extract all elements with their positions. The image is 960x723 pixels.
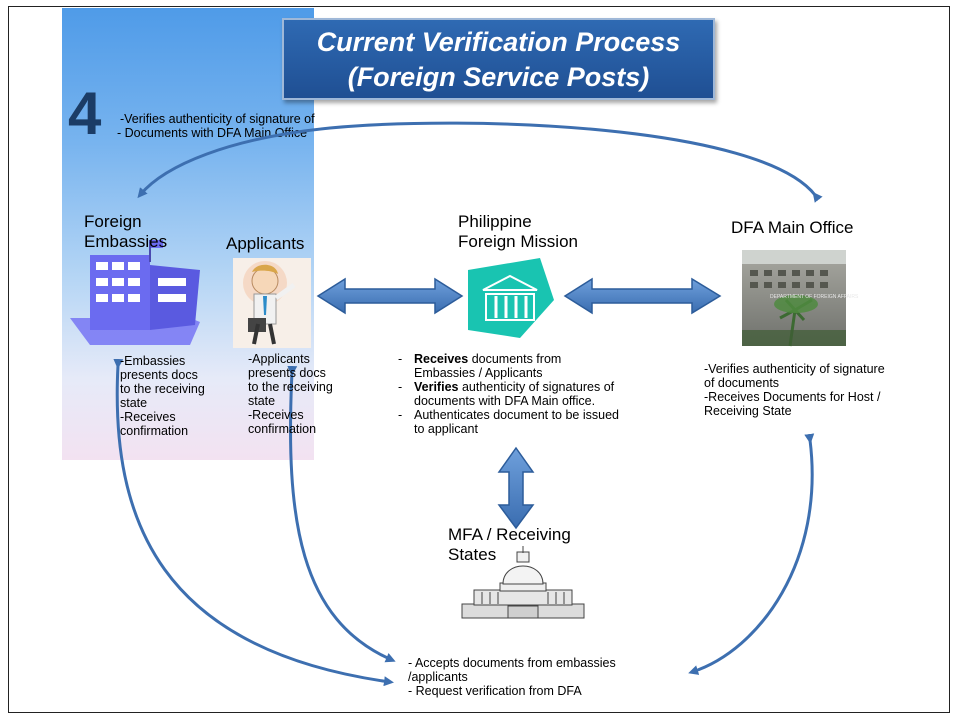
dfa-sign-text: DEPARTMENT OF FOREIGN AFFAIRS (770, 294, 859, 300)
arc-dfa-to-embassies (137, 121, 823, 203)
applicants-label: Applicants (226, 234, 305, 253)
mfa-label: MFA / Receiving States (448, 525, 571, 564)
applicants-description: -Applicants presents docs to the receivi… (248, 352, 333, 436)
person-icon (233, 258, 311, 348)
mission-description: - Receives documents from Embassies / Ap… (398, 352, 698, 436)
embassies-label: Foreign Embassies (84, 212, 168, 251)
title-line-1: Current Verification Process (316, 27, 681, 57)
mission-label: Philippine Foreign Mission (458, 212, 578, 251)
mission-item-receives-text: documents from Embassies / Applicants (414, 352, 562, 380)
building-icon (70, 240, 200, 345)
mission-item-verifies-text: authenticity of signatures of documents … (414, 380, 615, 408)
capitol-icon (461, 546, 585, 619)
title-line-2: (Foreign Service Posts) (347, 62, 650, 92)
double-arrow-mission-dfa (563, 277, 722, 315)
mission-building-icon (468, 258, 554, 338)
curve-embassies-to-mfa (113, 358, 394, 687)
mfa-description: - Accepts documents from embassies /appl… (408, 656, 616, 698)
step-text-line-1: -Verifies authenticity of signature of (120, 112, 315, 126)
curve-applicants-to-mfa (287, 365, 396, 663)
curve-dfa-to-mfa (688, 433, 815, 675)
dfa-description: -Verifies authenticity of signature of d… (704, 362, 885, 418)
double-arrow-mission-mfa (497, 446, 535, 530)
mission-item-receives: - Receives documents from Embassies / Ap… (398, 352, 562, 380)
mission-item-verifies: - Verifies authenticity of signatures of… (398, 380, 615, 408)
embassies-description: -Embassies presents docs to the receivin… (120, 354, 205, 438)
dfa-label: DFA Main Office (731, 218, 854, 237)
double-arrow-applicants-mission (316, 277, 464, 315)
mission-item-verifies-bold: Verifies (414, 380, 459, 394)
office-photo-icon (742, 250, 846, 347)
mission-item-receives-bold: Receives (414, 352, 469, 366)
mission-item-authenticates: - Authenticates document to be issued to… (398, 408, 619, 436)
step-number: 4 (68, 80, 102, 147)
mission-item-authenticates-text: Authenticates document to be issued to a… (414, 408, 619, 436)
title-box: Current Verification Process (Foreign Se… (282, 18, 715, 100)
